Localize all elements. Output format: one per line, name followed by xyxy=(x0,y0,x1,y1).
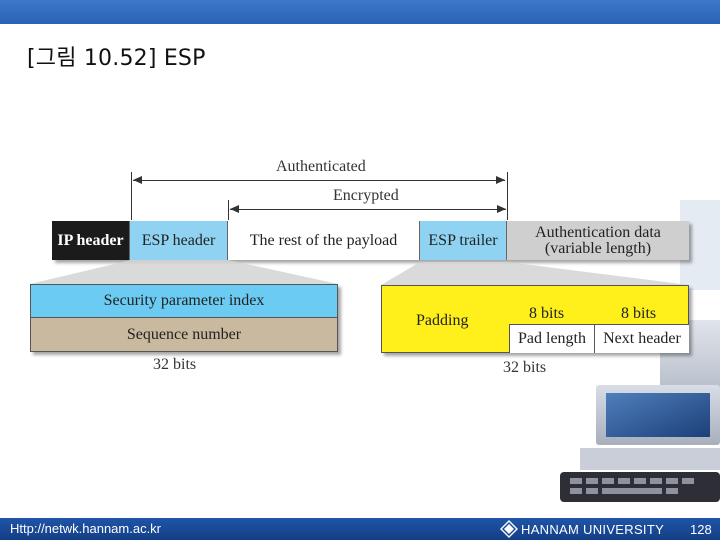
footer-url-link[interactable]: Http://netwk.hannam.ac.kr xyxy=(10,521,162,536)
ip-header-cell: IP header xyxy=(52,221,130,260)
sequence-number-field: Sequence number xyxy=(31,318,337,351)
authenticated-arrow-left-head xyxy=(133,176,142,184)
esp-header-cell: ESP header xyxy=(130,221,228,260)
authenticated-label: Authenticated xyxy=(276,158,366,175)
encrypted-left-tick xyxy=(228,200,229,220)
encrypted-arrow-left-head xyxy=(230,205,239,213)
slide-title: [그림 10.52] ESP xyxy=(27,46,206,71)
padding-field: Padding xyxy=(416,312,469,329)
authenticated-right-tick xyxy=(507,172,508,220)
pad-length-bits-label: 8 bits xyxy=(529,305,565,322)
esp-trailer-detail: Padding 8 bits 8 bits Pad length Next he… xyxy=(381,285,689,353)
footer-bar xyxy=(0,518,720,540)
security-parameter-index-field: Security parameter index xyxy=(31,285,337,318)
hannam-logo-icon xyxy=(500,520,518,538)
authenticated-arrow-line xyxy=(133,180,505,181)
esp-trailer-width-label: 32 bits xyxy=(503,359,547,376)
esp-packet-row: IP header ESP header The rest of the pay… xyxy=(52,221,689,260)
footer-university-name: HANNAM UNIVERSITY xyxy=(521,522,665,537)
auth-data-line1: Authentication data xyxy=(535,223,661,241)
esp-trailer-cell: ESP trailer xyxy=(420,221,507,260)
auth-data-line2: (variable length) xyxy=(544,239,652,257)
rest-of-payload-cell: The rest of the payload xyxy=(228,221,420,260)
pad-length-field: Pad length xyxy=(509,324,595,353)
computer-illustration-icon xyxy=(560,200,720,502)
authenticated-left-tick xyxy=(131,172,132,220)
encrypted-label: Encrypted xyxy=(333,187,399,204)
encrypted-arrow-right-head xyxy=(497,205,506,213)
next-header-field: Next header xyxy=(595,324,689,353)
encrypted-arrow-line xyxy=(230,209,506,210)
next-header-bits-label: 8 bits xyxy=(621,305,657,322)
top-title-bar xyxy=(0,0,720,24)
esp-header-width-label: 32 bits xyxy=(153,356,197,373)
page-number: 128 xyxy=(690,522,712,537)
esp-header-detail: Security parameter index Sequence number xyxy=(30,284,338,352)
authentication-data-cell: Authentication data (variable length) xyxy=(507,221,689,260)
authenticated-arrow-right-head xyxy=(496,176,505,184)
